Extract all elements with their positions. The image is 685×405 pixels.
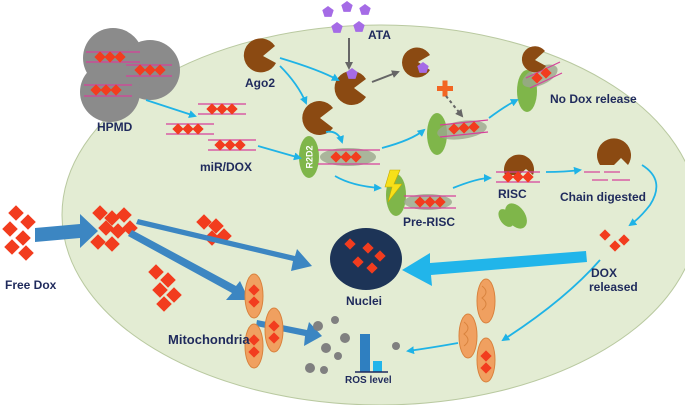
label-hpmd: HPMD <box>97 120 133 134</box>
label-mitochondria: Mitochondria <box>168 332 250 347</box>
label-dox-released-1: DOX <box>591 266 618 280</box>
blocked-complex <box>427 113 489 155</box>
hpmd-nanoparticle <box>80 28 180 122</box>
label-chain-digested: Chain digested <box>560 190 647 204</box>
no-dox-release-complex <box>517 46 563 112</box>
ago2-protein <box>243 38 276 73</box>
free-dox-outside <box>2 205 36 261</box>
inhibition-cross <box>437 80 453 97</box>
label-pre-risc: Pre-RISC <box>403 215 456 229</box>
label-ago2: Ago2 <box>245 76 275 90</box>
pathway-arrows <box>145 57 658 355</box>
label-dox-released-2: released <box>589 280 638 294</box>
ros-level-chart <box>355 334 388 373</box>
label-no-dox-release: No Dox release <box>550 92 637 106</box>
label-mir-dox: miR/DOX <box>200 160 253 174</box>
pre-risc-complex <box>384 169 456 216</box>
ata-inhibit-arrow <box>371 70 400 83</box>
blocked-loading-arrow <box>445 95 464 118</box>
label-risc: RISC <box>498 187 527 201</box>
ago2-loading <box>302 101 333 135</box>
label-ata: ATA <box>368 28 391 42</box>
ago2-ata-complex <box>334 71 366 105</box>
dox-to-nucleus-arrow <box>402 251 587 286</box>
released-r2d2-b <box>498 209 514 227</box>
label-free-dox: Free Dox <box>5 278 57 292</box>
label-ros-level: ROS level <box>345 375 392 386</box>
mir-dox-duplexes <box>166 103 256 151</box>
label-nuclei: Nuclei <box>346 294 383 308</box>
nucleus <box>330 228 402 290</box>
mitochondria-right <box>458 278 496 383</box>
mitochondria-group <box>244 273 284 369</box>
r2d2-complex <box>299 136 380 178</box>
chain-digested-complex <box>584 138 631 181</box>
risc-complex <box>496 154 540 183</box>
label-r2d2: R2D2 <box>304 145 315 169</box>
ros-particles <box>305 316 400 374</box>
cell-body <box>61 24 685 405</box>
